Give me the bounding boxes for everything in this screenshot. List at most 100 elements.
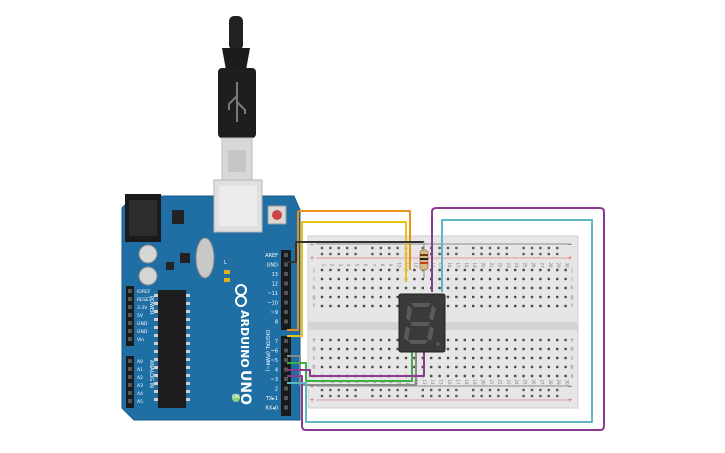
- rail-hole[interactable]: [505, 246, 508, 250]
- breadboard-hole[interactable]: [337, 347, 340, 351]
- header-pin[interactable]: [284, 253, 288, 257]
- breadboard-hole[interactable]: [539, 374, 542, 378]
- breadboard-hole[interactable]: [379, 338, 382, 342]
- breadboard-hole[interactable]: [514, 304, 517, 308]
- rail-hole[interactable]: [522, 394, 525, 398]
- rail-hole[interactable]: [337, 252, 340, 256]
- breadboard-hole[interactable]: [337, 304, 340, 308]
- breadboard-hole[interactable]: [362, 286, 366, 290]
- breadboard-hole[interactable]: [438, 268, 441, 272]
- breadboard-hole[interactable]: [329, 277, 332, 281]
- rail-hole[interactable]: [547, 246, 550, 250]
- breadboard-hole[interactable]: [530, 295, 534, 299]
- resistor[interactable]: [419, 242, 429, 278]
- rail-hole[interactable]: [354, 252, 357, 256]
- breadboard-hole[interactable]: [505, 286, 508, 290]
- breadboard-hole[interactable]: [362, 295, 366, 299]
- breadboard-hole[interactable]: [472, 338, 475, 342]
- breadboard-hole[interactable]: [480, 304, 483, 308]
- breadboard-hole[interactable]: [446, 338, 450, 342]
- breadboard-hole[interactable]: [480, 374, 483, 378]
- rail-hole[interactable]: [404, 388, 408, 392]
- breadboard-hole[interactable]: [497, 286, 500, 290]
- header-pin[interactable]: [284, 300, 288, 305]
- breadboard-hole[interactable]: [337, 295, 340, 299]
- breadboard-hole[interactable]: [463, 347, 466, 351]
- breadboard-hole[interactable]: [514, 286, 517, 290]
- breadboard-hole[interactable]: [497, 356, 500, 360]
- breadboard-hole[interactable]: [346, 277, 349, 281]
- header-pin[interactable]: [128, 383, 132, 387]
- breadboard-hole[interactable]: [556, 304, 559, 308]
- breadboard-hole[interactable]: [396, 304, 399, 308]
- rail-hole[interactable]: [480, 388, 483, 392]
- breadboard-hole[interactable]: [379, 365, 382, 369]
- rail-hole[interactable]: [354, 246, 357, 250]
- rail-hole[interactable]: [505, 388, 508, 392]
- breadboard-hole[interactable]: [556, 295, 559, 299]
- rail-hole[interactable]: [396, 388, 399, 392]
- breadboard-hole[interactable]: [505, 356, 508, 360]
- breadboard-hole[interactable]: [472, 277, 475, 281]
- breadboard-hole[interactable]: [346, 347, 349, 351]
- rail-hole[interactable]: [472, 246, 475, 250]
- breadboard-hole[interactable]: [430, 365, 433, 369]
- breadboard-hole[interactable]: [329, 295, 332, 299]
- breadboard-hole[interactable]: [530, 356, 534, 360]
- breadboard-hole[interactable]: [488, 295, 492, 299]
- rail-hole[interactable]: [488, 388, 492, 392]
- breadboard-hole[interactable]: [539, 356, 542, 360]
- breadboard-hole[interactable]: [320, 347, 324, 351]
- breadboard-hole[interactable]: [547, 286, 550, 290]
- breadboard-hole[interactable]: [455, 268, 458, 272]
- breadboard-hole[interactable]: [505, 365, 508, 369]
- breadboard-hole[interactable]: [514, 356, 517, 360]
- breadboard-hole[interactable]: [354, 356, 357, 360]
- breadboard-hole[interactable]: [564, 338, 567, 342]
- header-pin[interactable]: [284, 386, 288, 391]
- breadboard-hole[interactable]: [530, 365, 534, 369]
- breadboard-hole[interactable]: [455, 356, 458, 360]
- breadboard-hole[interactable]: [539, 304, 542, 308]
- breadboard-hole[interactable]: [329, 268, 332, 272]
- breadboard-hole[interactable]: [547, 277, 550, 281]
- rail-hole[interactable]: [388, 252, 391, 256]
- rail-hole[interactable]: [438, 388, 441, 392]
- breadboard-hole[interactable]: [320, 295, 324, 299]
- rail-hole[interactable]: [455, 388, 458, 392]
- rail-hole[interactable]: [329, 246, 332, 250]
- header-pin[interactable]: [284, 348, 288, 353]
- rail-hole[interactable]: [379, 394, 382, 398]
- breadboard-hole[interactable]: [354, 277, 357, 281]
- breadboard-hole[interactable]: [472, 365, 475, 369]
- breadboard-hole[interactable]: [455, 286, 458, 290]
- breadboard-hole[interactable]: [463, 365, 466, 369]
- breadboard-hole[interactable]: [522, 356, 525, 360]
- breadboard-hole[interactable]: [530, 286, 534, 290]
- breadboard-hole[interactable]: [379, 304, 382, 308]
- breadboard-hole[interactable]: [396, 286, 399, 290]
- wire-black[interactable]: [287, 241, 424, 263]
- breadboard-hole[interactable]: [438, 356, 441, 360]
- breadboard-hole[interactable]: [556, 286, 559, 290]
- rail-hole[interactable]: [404, 394, 408, 398]
- rail-hole[interactable]: [337, 246, 340, 250]
- breadboard-hole[interactable]: [320, 277, 324, 281]
- breadboard-hole[interactable]: [438, 374, 441, 378]
- breadboard-hole[interactable]: [320, 365, 324, 369]
- breadboard-hole[interactable]: [530, 374, 534, 378]
- breadboard-hole[interactable]: [547, 365, 550, 369]
- breadboard-hole[interactable]: [346, 304, 349, 308]
- breadboard-hole[interactable]: [463, 374, 466, 378]
- breadboard-hole[interactable]: [396, 277, 399, 281]
- breadboard-hole[interactable]: [388, 356, 391, 360]
- rail-hole[interactable]: [480, 394, 483, 398]
- breadboard-hole[interactable]: [488, 268, 492, 272]
- rail-hole[interactable]: [455, 394, 458, 398]
- breadboard-hole[interactable]: [514, 277, 517, 281]
- breadboard-hole[interactable]: [514, 365, 517, 369]
- breadboard-hole[interactable]: [522, 268, 525, 272]
- breadboard-hole[interactable]: [480, 268, 483, 272]
- breadboard-hole[interactable]: [430, 356, 433, 360]
